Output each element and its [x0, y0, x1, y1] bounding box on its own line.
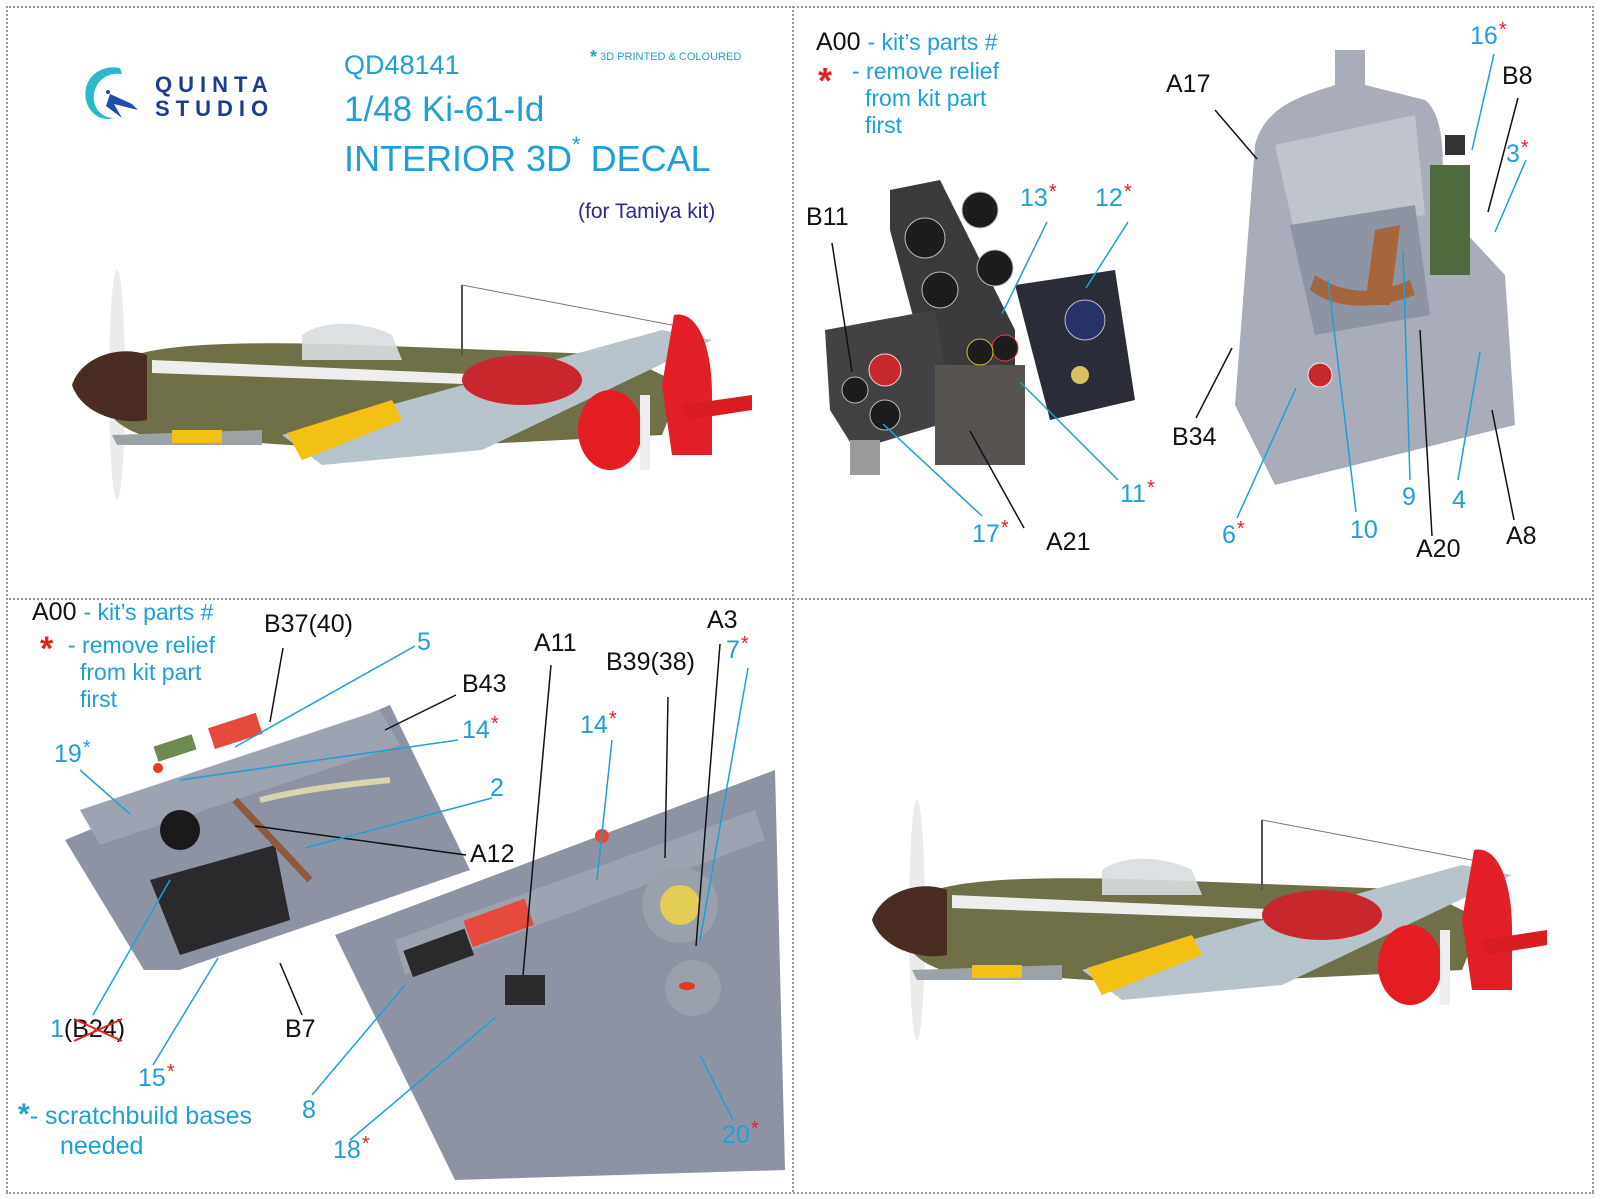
- label-8: 8: [302, 1096, 316, 1124]
- printed-note-text: 3D PRINTED & COLOURED: [600, 51, 742, 63]
- legend-code-example: A00: [816, 28, 861, 56]
- scale-model-title: 1/48 Ki-61-Id: [344, 90, 545, 129]
- legend-code-meaning: - kit’s parts #: [867, 29, 998, 55]
- leader-15: [152, 957, 219, 1066]
- label-B34: B34: [1172, 423, 1217, 451]
- label-6: 6*: [1222, 518, 1245, 549]
- label-A20: A20: [1416, 535, 1461, 563]
- label-16: 16*: [1470, 19, 1507, 50]
- label-A12: A12: [470, 840, 515, 868]
- legend-parts-bottom: A00 - kit’s parts #: [32, 598, 213, 627]
- instrument-panel-illustration: [815, 170, 1155, 480]
- product-code: QD48141: [344, 50, 460, 80]
- label-A21: A21: [1046, 528, 1091, 556]
- frame-middle-divider: [6, 598, 1594, 600]
- legend-line: - remove relief: [68, 632, 215, 658]
- interior-decal-title: INTERIOR 3D* DECAL: [344, 132, 711, 180]
- legend-star-meaning-bottom: - remove relief from kit part first: [68, 632, 215, 713]
- label-14-left: 14*: [462, 713, 499, 744]
- legend-code-example: A00: [32, 598, 77, 626]
- legend-parts-top: A00 - kit’s parts #: [816, 28, 997, 57]
- label-B7: B7: [285, 1015, 316, 1043]
- legend-star-icon-bottom: *: [40, 630, 54, 668]
- label-4: 4: [1452, 486, 1466, 514]
- scratchbuild-line: - scratchbuild bases: [29, 1102, 253, 1130]
- seat-illustration: [1215, 45, 1545, 485]
- label-B37: B37(40): [264, 610, 353, 638]
- legend-line: first: [80, 686, 118, 712]
- leader-B7: [279, 962, 303, 1016]
- legend-line: from kit part: [80, 659, 202, 685]
- label-A3: A3: [707, 606, 738, 634]
- label-B8: B8: [1502, 62, 1533, 90]
- title-decal: DECAL: [580, 138, 711, 179]
- label-B43: B43: [462, 670, 507, 698]
- brand-name-line2: STUDIO: [155, 96, 275, 121]
- label-2: 2: [490, 774, 504, 802]
- brand-name-line1: QUINTA: [155, 72, 274, 97]
- label-1: 1: [50, 1015, 64, 1043]
- aircraft-illustration-top: [62, 245, 762, 500]
- label-15: 15*: [138, 1061, 175, 1092]
- printed-note: * 3D PRINTED & COLOURED: [590, 44, 742, 67]
- aircraft-illustration-bottom: [862, 770, 1552, 1040]
- label-10: 10: [1350, 516, 1378, 544]
- label-17: 17*: [972, 517, 1009, 548]
- label-11: 11*: [1120, 477, 1155, 508]
- scratchbuild-note: *- scratchbuild bases needed: [18, 1100, 252, 1161]
- legend-line: from kit part: [865, 85, 987, 111]
- quinta-studio-logo-icon: [80, 62, 140, 124]
- label-20: 20*: [722, 1118, 759, 1149]
- label-13: 13*: [1020, 181, 1057, 212]
- label-9: 9: [1402, 483, 1416, 511]
- label-B24-crossed: (B24): [64, 1015, 125, 1043]
- legend-star-meaning: - remove relief from kit part first: [852, 58, 999, 139]
- legend-star-icon: *: [818, 60, 833, 101]
- legend-code-meaning: - kit’s parts #: [83, 599, 214, 625]
- legend-line: first: [865, 112, 903, 138]
- title-main: INTERIOR 3D: [344, 138, 573, 179]
- label-18: 18*: [333, 1133, 370, 1164]
- scratchbuild-line: needed: [60, 1132, 144, 1160]
- label-A11: A11: [534, 629, 577, 657]
- frame-top-border: [6, 6, 1594, 8]
- legend-line: - remove relief: [852, 58, 999, 84]
- label-5: 5: [417, 628, 431, 656]
- printed-note-star: *: [590, 47, 598, 67]
- frame-bottom-border: [6, 1192, 1594, 1194]
- label-A17: A17: [1166, 70, 1211, 98]
- label-1-B24: 1(B24): [50, 1017, 125, 1042]
- label-7: 7*: [726, 633, 749, 664]
- label-12: 12*: [1095, 181, 1132, 212]
- scratchbuild-star-icon: *: [18, 1098, 30, 1131]
- label-B39: B39(38): [606, 648, 695, 676]
- label-B11: B11: [806, 203, 849, 231]
- label-14-right: 14*: [580, 708, 617, 739]
- label-19: 19*: [54, 737, 91, 768]
- cross-out-icon: [73, 1018, 123, 1042]
- label-A8: A8: [1506, 522, 1537, 550]
- title-asterisk: *: [572, 132, 581, 157]
- label-3: 3*: [1506, 137, 1529, 168]
- kit-note: (for Tamiya kit): [578, 200, 716, 223]
